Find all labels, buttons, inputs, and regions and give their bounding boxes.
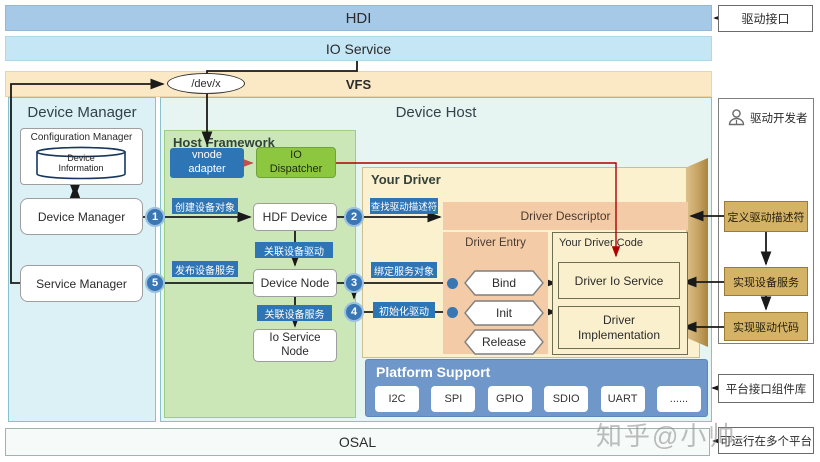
platform-support-title: Platform Support xyxy=(376,364,491,380)
init-junction-dot xyxy=(447,307,458,318)
your-driver-code-title: Your Driver Code xyxy=(559,237,643,249)
driver-interface-box: 驱动接口 xyxy=(718,5,813,32)
step-circle-4: 4 xyxy=(344,302,364,322)
init-label: Init xyxy=(495,306,512,320)
dev-x-node: /dev/x xyxy=(167,73,245,94)
step-circle-3: 3 xyxy=(344,273,364,293)
flow-label-attach-service: 关联设备服务 xyxy=(257,305,332,321)
device-manager-box: Device Manager xyxy=(20,198,143,235)
flow-label-attach-driver: 关联设备驱动 xyxy=(255,242,333,258)
service-manager-box: Service Manager xyxy=(20,265,143,302)
device-node-box: Device Node xyxy=(253,269,337,297)
chip-gpio: GPIO xyxy=(487,386,532,412)
vnode-adapter-box: vnode adapter xyxy=(170,148,244,178)
device-information-cylinder: Device Information xyxy=(34,145,128,181)
driver-entry-title: Driver Entry xyxy=(465,237,526,249)
chip-i2c: I2C xyxy=(375,386,419,412)
driver-descriptor-bar: Driver Descriptor xyxy=(443,202,688,230)
implement-code-box: 实现驱动代码 xyxy=(724,312,808,341)
release-label: Release xyxy=(481,335,527,349)
io-service-node-box: Io Service Node xyxy=(253,329,337,362)
osal-layer-bar: OSAL xyxy=(5,428,710,456)
watermark: 知乎@小帅 xyxy=(596,421,737,451)
platform-chip-row: I2C SPI GPIO SDIO UART ...... xyxy=(375,386,701,412)
page-curl-banner xyxy=(686,158,708,347)
step-circle-1: 1 xyxy=(145,207,165,227)
device-host-panel-title: Device Host xyxy=(395,104,477,121)
flow-label-publish-service: 发布设备服务 xyxy=(172,261,238,277)
flow-label-create-device: 创建设备对象 xyxy=(172,198,238,214)
platform-support-panel: Platform Support I2C SPI GPIO SDIO UART … xyxy=(365,359,708,417)
flow-label-find-descriptor: 查找驱动描述符 xyxy=(370,198,438,214)
configuration-manager-label: Configuration Manager xyxy=(30,132,133,143)
init-hexagon: Init xyxy=(464,300,544,326)
flow-label-bind-service: 绑定服务对象 xyxy=(371,262,437,278)
developer-icon xyxy=(728,109,745,126)
device-information-label: Device Information xyxy=(58,153,104,174)
driver-developer-label: 驱动开发者 xyxy=(750,113,808,125)
hdf-device-box: HDF Device xyxy=(253,203,337,231)
io-dispatcher-box: IO Dispatcher xyxy=(256,147,336,178)
implement-service-box: 实现设备服务 xyxy=(724,267,808,296)
bind-junction-dot xyxy=(447,278,458,289)
multi-platform-box: 可运行在多个平台 xyxy=(718,427,814,454)
define-descriptor-box: 定义驱动描述符 xyxy=(724,201,808,232)
step-circle-2: 2 xyxy=(344,207,364,227)
bind-label: Bind xyxy=(491,276,517,290)
chip-spi: SPI xyxy=(431,386,476,412)
release-hexagon: Release xyxy=(464,329,544,355)
step-circle-5: 5 xyxy=(145,273,165,293)
chip-uart: UART xyxy=(600,386,645,412)
bind-hexagon: Bind xyxy=(464,270,544,296)
vfs-layer-bar: VFS xyxy=(5,71,712,97)
io-service-layer-bar: IO Service xyxy=(5,36,712,61)
chip-sdio: SDIO xyxy=(544,386,589,412)
your-driver-title: Your Driver xyxy=(371,172,441,187)
device-manager-panel-title: Device Manager xyxy=(27,104,137,121)
driver-implementation-box: Driver Implementation xyxy=(558,306,680,349)
driver-io-service-box: Driver Io Service xyxy=(558,262,680,299)
flow-label-init-driver: 初始化驱动 xyxy=(373,302,435,318)
platform-lib-box: 平台接口组件库 xyxy=(718,374,814,403)
chip-more: ...... xyxy=(656,386,701,412)
hdi-layer-bar: HDI xyxy=(5,5,712,31)
